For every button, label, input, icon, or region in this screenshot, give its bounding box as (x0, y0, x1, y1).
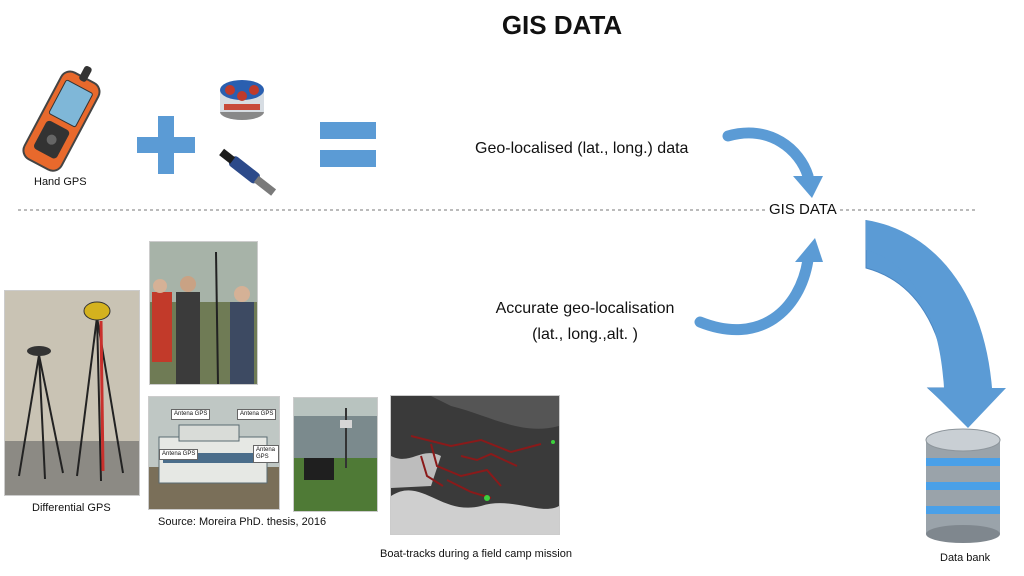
databank-icon (925, 428, 1001, 543)
equals-icon (320, 122, 376, 167)
antenna-tag-1: Antena GPS (171, 409, 211, 420)
accurate-line-1: Accurate geo-localisation (495, 300, 675, 317)
gis-data-center-label: GIS DATA (767, 201, 839, 218)
field-team-photo (149, 241, 258, 385)
accurate-line-2: (lat., long.,alt. ) (532, 326, 638, 343)
page-title: GIS DATA (501, 10, 623, 40)
big-arrow-to-databank (865, 220, 1006, 428)
hand-gps-label: Hand GPS (34, 176, 87, 188)
differential-gps-label: Differential GPS (32, 502, 111, 514)
data-bank-label: Data bank (940, 552, 991, 564)
differential-gps-photo (4, 290, 140, 496)
source-label: Source: Moreira PhD. thesis, 2016 (158, 516, 327, 528)
boat-photo: Antena GPS Antena GPS Antena GPS Antena … (148, 396, 280, 510)
geo-localised-label: Geo-localised (lat., long.) data (475, 140, 689, 157)
boat-tracks-map (390, 395, 560, 535)
plus-icon (137, 116, 195, 174)
antenna-tag-2: Antena GPS (237, 409, 277, 420)
curved-arrow-bottom (694, 238, 823, 336)
riverside-station-photo (293, 397, 378, 512)
accurate-geolocalisation-text: Accurate geo-localisation (lat., long.,a… (470, 296, 700, 348)
sensor-device-icon (220, 80, 264, 120)
antenna-tag-3: Antena GPS (159, 449, 199, 460)
probe-device-icon (219, 148, 277, 196)
hand-gps-icon (22, 65, 101, 172)
curved-arrow-top (722, 127, 823, 198)
boat-tracks-label: Boat-tracks during a field camp mission (380, 548, 572, 560)
antenna-tag-4: Antena GPS (253, 445, 279, 463)
